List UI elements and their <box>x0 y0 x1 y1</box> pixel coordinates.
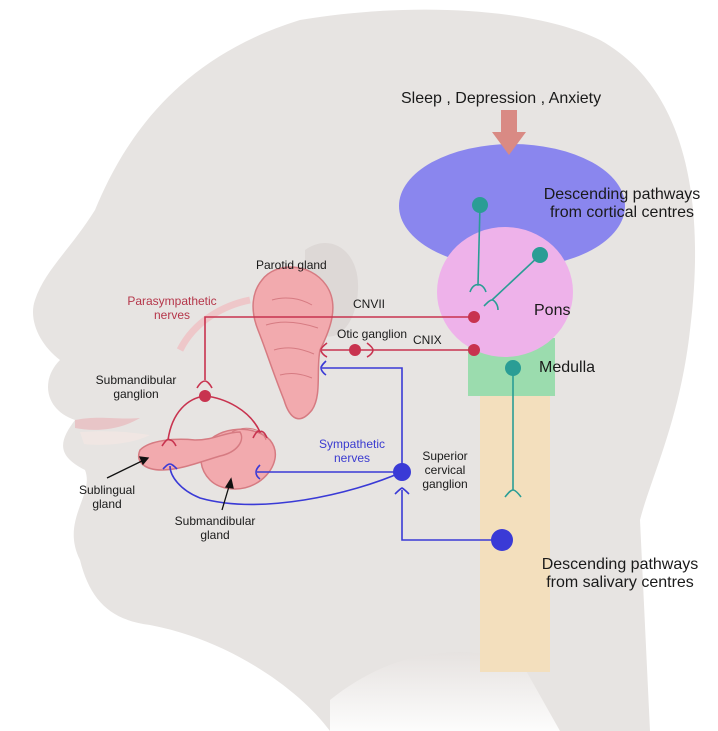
head-silhouette <box>33 10 695 731</box>
pons-region <box>437 227 573 357</box>
top-label: Sleep , Depression , Anxiety <box>401 90 601 108</box>
superior-cervical-label-line1: Superior <box>410 450 480 464</box>
sublingual-gland-label-line2: gland <box>62 498 152 512</box>
salivary-label-line2: from salivary centres <box>528 574 712 592</box>
submandibular-ganglion-label: Submandibular ganglion <box>86 374 186 402</box>
cnvii-label: CNVII <box>353 298 385 312</box>
parasympathetic-label-line2: nerves <box>112 309 232 323</box>
medulla-neuron <box>505 360 521 376</box>
parotid-gland-label: Parotid gland <box>256 259 327 273</box>
submandibular-gland-label: Submandibular gland <box>160 515 270 543</box>
sympathetic-label-line2: nerves <box>312 452 392 466</box>
sympathetic-label: Sympathetic nerves <box>312 438 392 466</box>
otic-ganglion-node <box>349 344 361 356</box>
salivary-label-line1: Descending pathways <box>528 556 712 574</box>
medulla-label: Medulla <box>539 359 595 377</box>
pons-label: Pons <box>534 302 570 320</box>
cortex-label-line2: from cortical centres <box>532 204 712 222</box>
submandibular-gland-label-line1: Submandibular <box>160 515 270 529</box>
submandibular-gland-label-line2: gland <box>160 529 270 543</box>
cortex-label-line1: Descending pathways <box>532 186 712 204</box>
submandibular-ganglion-label-line2: ganglion <box>86 388 186 402</box>
cnvii-nucleus <box>468 311 480 323</box>
pons-neuron <box>532 247 548 263</box>
salivary-centre-neuron <box>491 529 513 551</box>
parasympathetic-label: Parasympathetic nerves <box>112 295 232 323</box>
cnix-nucleus <box>468 344 480 356</box>
salivary-label: Descending pathways from salivary centre… <box>528 556 712 593</box>
sympathetic-label-line1: Sympathetic <box>312 438 392 452</box>
cortex-label: Descending pathways from cortical centre… <box>532 186 712 223</box>
superior-cervical-label-line3: ganglion <box>410 478 480 492</box>
sublingual-gland-label-line1: Sublingual <box>62 484 152 498</box>
spinal-cord <box>480 392 550 672</box>
parasympathetic-label-line1: Parasympathetic <box>112 295 232 309</box>
submandibular-ganglion-label-line1: Submandibular <box>86 374 186 388</box>
cnix-label: CNIX <box>413 334 442 348</box>
superior-cervical-ganglion-node <box>393 463 411 481</box>
sublingual-gland-label: Sublingual gland <box>62 484 152 512</box>
submandibular-ganglion-node <box>199 390 211 402</box>
cortex-neuron <box>472 197 488 213</box>
superior-cervical-label-line2: cervical <box>410 464 480 478</box>
otic-ganglion-label: Otic ganglion <box>337 328 407 342</box>
superior-cervical-label: Superior cervical ganglion <box>410 450 480 491</box>
